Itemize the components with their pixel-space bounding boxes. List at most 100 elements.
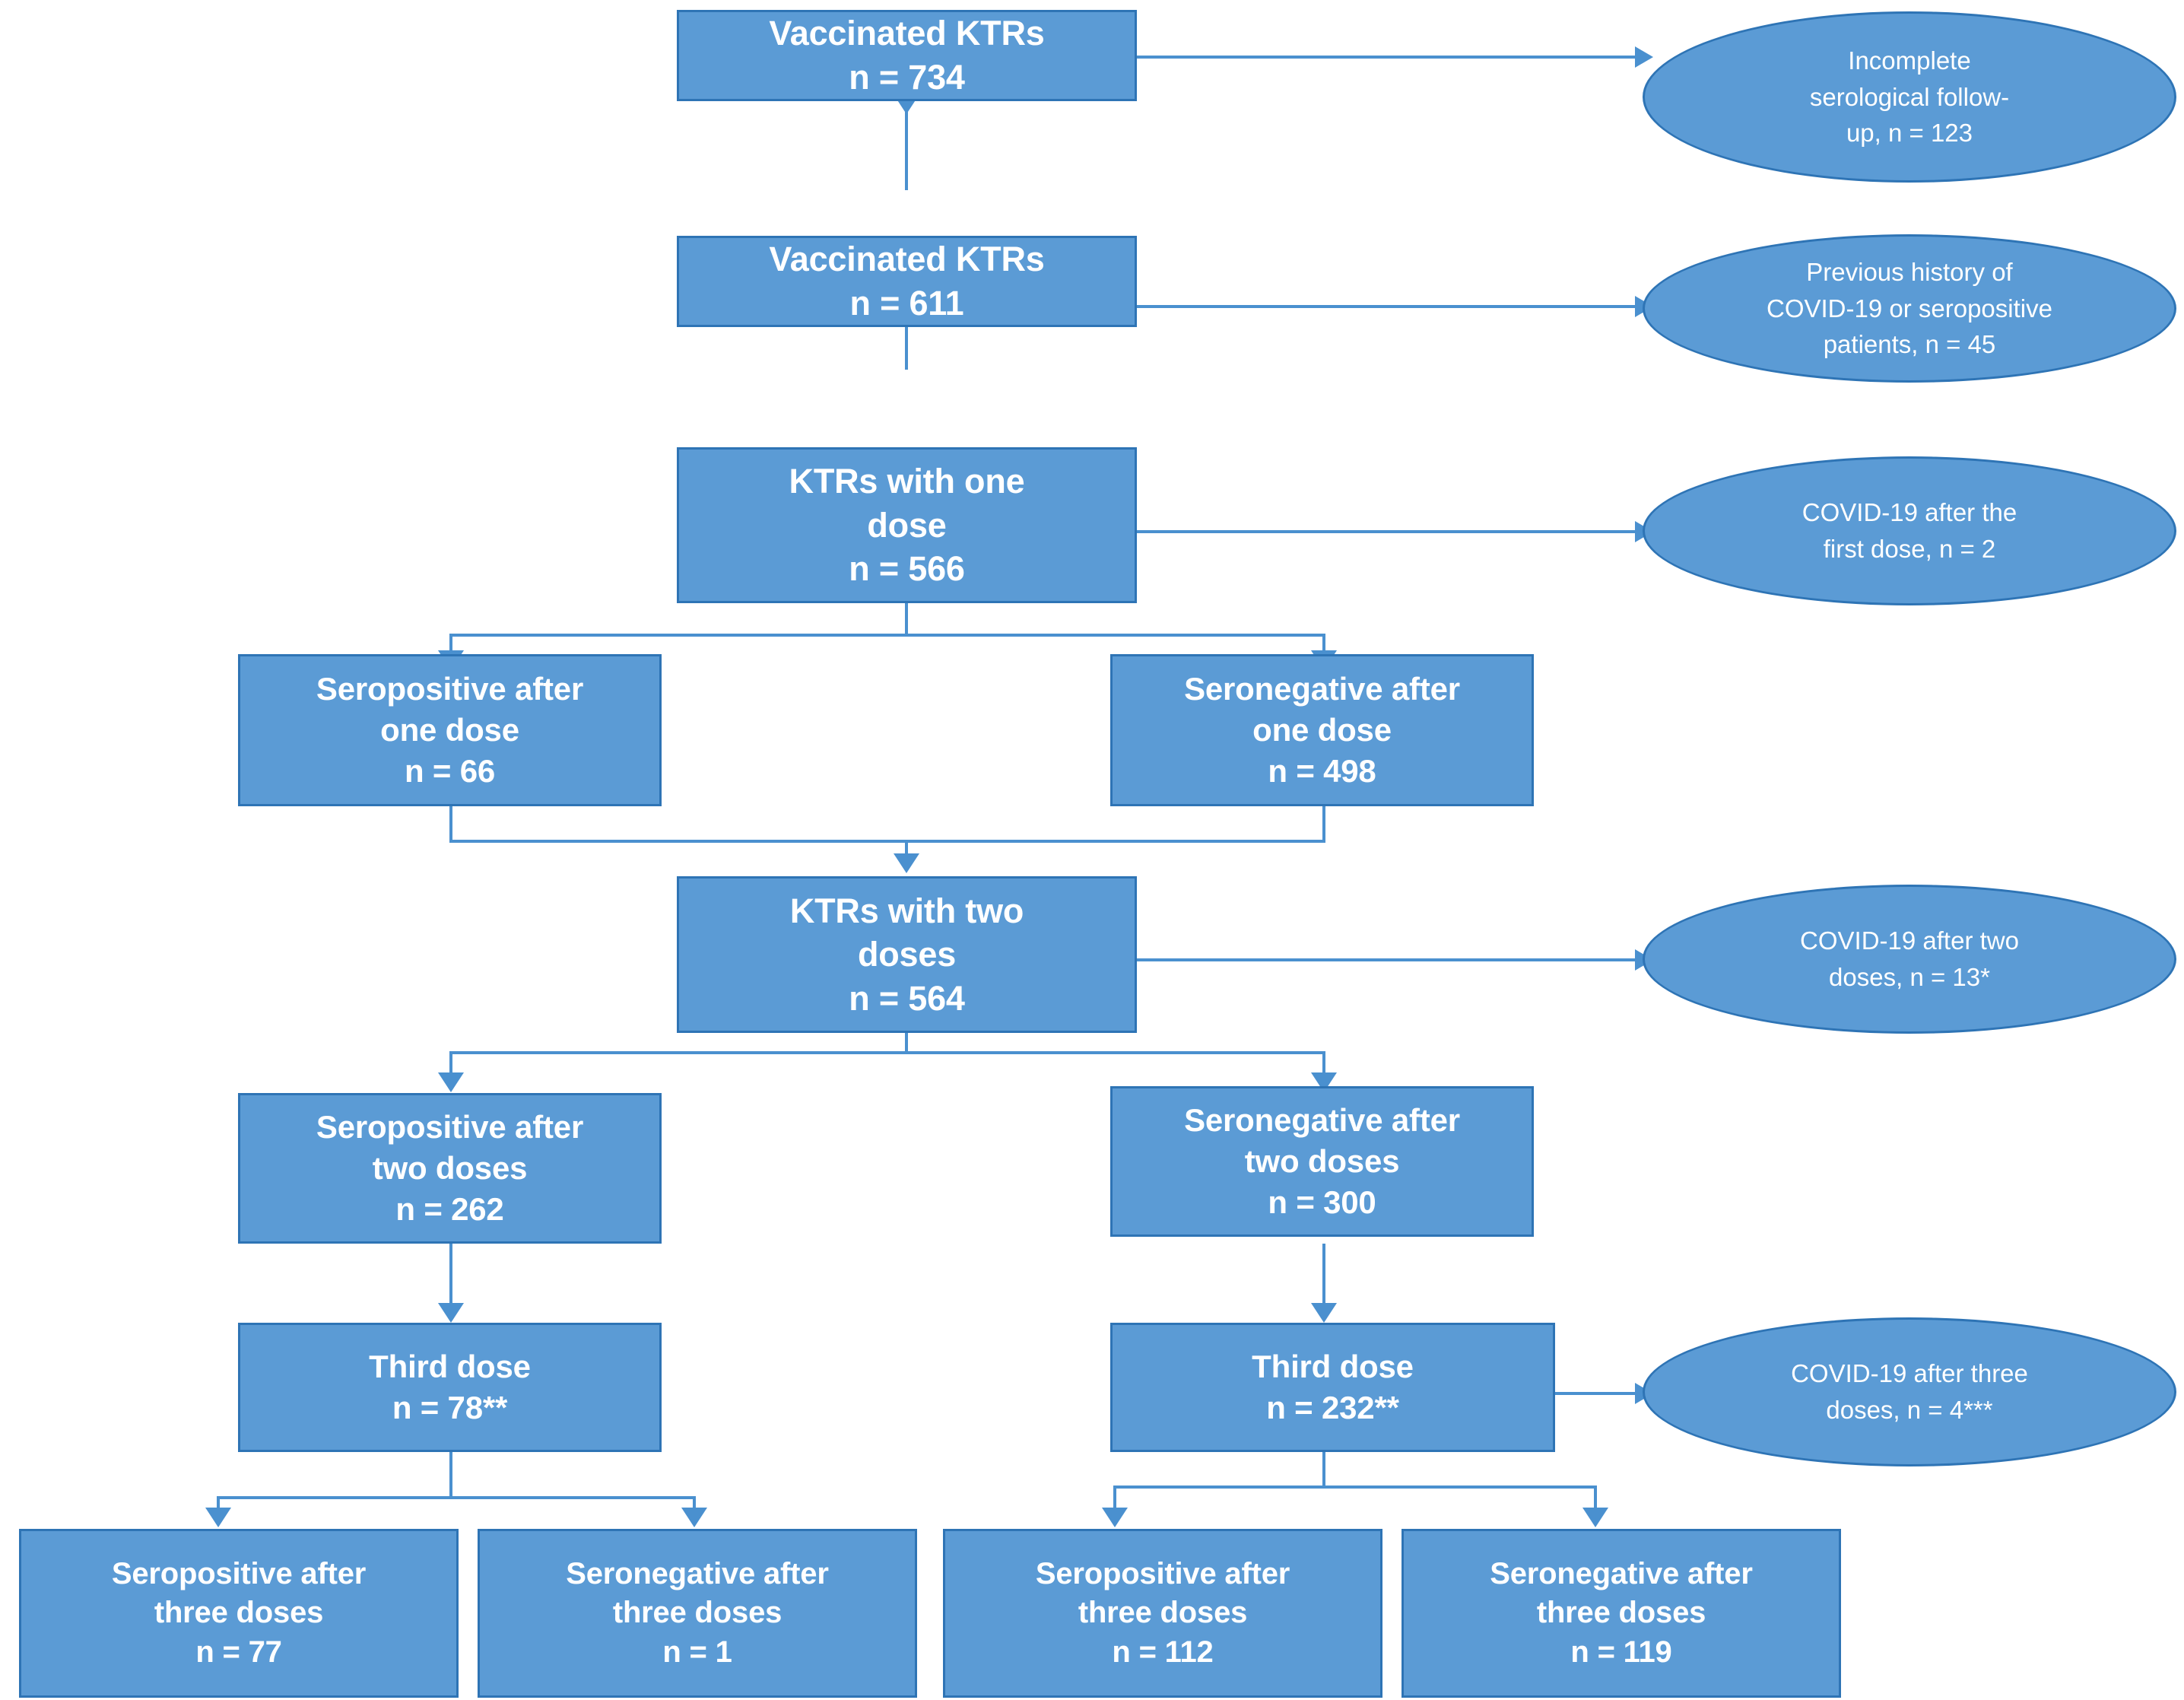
ellipse-line-1: COVID-19 after the (1801, 498, 2017, 527)
ellipse-covid-after-first-dose[interactable]: COVID-19 after the first dose, n = 2 (1643, 456, 2176, 605)
ellipse-covid-after-two-doses[interactable]: COVID-19 after two doses, n = 13* (1643, 885, 2176, 1034)
connector-merge-to-twodoses (905, 840, 908, 863)
connector-twodose-right-drop (1322, 1051, 1325, 1079)
ellipse-incomplete-followup[interactable]: Incomplete serological follow- up, n = 1… (1643, 11, 2176, 183)
connector-611-to-previous (1137, 305, 1644, 308)
node-line-2: one dose (1252, 712, 1392, 748)
connector-thirdright-drop-a (1113, 1486, 1116, 1513)
arrowhead-seroneg-three-b (1582, 1508, 1608, 1527)
connector-566-down (905, 603, 908, 637)
node-line-3: n = 66 (404, 752, 496, 789)
node-seropositive-two-doses[interactable]: Seropositive after two doses n = 262 (238, 1093, 662, 1244)
ellipse-covid-after-three-doses[interactable]: COVID-19 after three doses, n = 4*** (1643, 1317, 2176, 1466)
arrowhead-to-twodoses (894, 853, 919, 873)
ellipse-previous-covid-history[interactable]: Previous history of COVID-19 or seroposi… (1643, 234, 2176, 383)
node-seropositive-three-doses-b[interactable]: Seropositive after three doses n = 112 (943, 1529, 1382, 1698)
node-seropositive-one-dose[interactable]: Seropositive after one dose n = 66 (238, 654, 662, 806)
arrowhead-third-right (1311, 1303, 1337, 1323)
arrowhead-third-left (438, 1303, 464, 1323)
node-line-2: dose (867, 505, 947, 545)
node-line-1: Seropositive after (316, 1109, 584, 1146)
connector-seroneg-two-to-third (1322, 1244, 1325, 1320)
node-line-1: KTRs with two (789, 891, 1024, 930)
node-line-2: n = 78** (392, 1390, 508, 1425)
ellipse-line-2: doses, n = 13* (1829, 963, 1990, 991)
node-line-1: Vaccinated KTRs (769, 240, 1045, 279)
node-line-2: n = 734 (849, 58, 965, 97)
connector-seropos-one-down (449, 806, 452, 843)
connector-thirdleft-drop-a (217, 1496, 220, 1513)
node-line-3: n = 564 (849, 978, 965, 1018)
ellipse-line-3: up, n = 123 (1846, 119, 1973, 148)
ellipse-line-2: first dose, n = 2 (1823, 535, 1996, 563)
connector-thirdright-drop-b (1594, 1486, 1597, 1513)
node-line-2: three doses (154, 1596, 324, 1630)
node-line-2: two doses (372, 1150, 528, 1187)
connector-thirdright-split (1113, 1486, 1597, 1489)
node-line-2: n = 232** (1266, 1390, 1399, 1425)
connector-thirdleft-down (449, 1452, 452, 1499)
node-line-2: three doses (1536, 1596, 1706, 1630)
node-line-2: n = 611 (849, 284, 964, 323)
ellipse-line-1: Previous history of (1806, 257, 2013, 286)
ellipse-line-1: COVID-19 after three (1791, 1359, 2028, 1388)
node-line-2: one dose (380, 712, 519, 748)
node-ktrs-two-doses[interactable]: KTRs with two doses n = 564 (677, 876, 1137, 1033)
node-seropositive-three-doses-a[interactable]: Seropositive after three doses n = 77 (19, 1529, 459, 1698)
ellipse-line-2: serological follow- (1809, 82, 2010, 111)
arrowhead-seropos-three-a (205, 1508, 231, 1527)
node-ktrs-one-dose[interactable]: KTRs with one dose n = 566 (677, 447, 1137, 603)
connector-thirdleft-split (217, 1496, 696, 1499)
arrowhead-seropos-three-b (1102, 1508, 1128, 1527)
node-vaccinated-734[interactable]: Vaccinated KTRs n = 734 (677, 10, 1137, 101)
connector-seroneg-one-down (1322, 806, 1325, 843)
node-third-dose-left[interactable]: Third dose n = 78** (238, 1323, 662, 1452)
node-line-1: Seropositive after (1035, 1557, 1290, 1591)
connector-onedose-merge (449, 840, 1325, 843)
node-line-3: n = 566 (849, 549, 965, 589)
ellipse-line-1: Incomplete (1848, 46, 1971, 75)
node-line-1: Seronegative after (1184, 671, 1460, 707)
ellipse-line-2: COVID-19 or seropositive (1767, 294, 2052, 323)
node-line-1: Seronegative after (1490, 1557, 1753, 1591)
node-line-3: n = 262 (395, 1190, 504, 1227)
node-line-2: three doses (612, 1596, 782, 1630)
connector-thirdright-down (1322, 1452, 1325, 1489)
node-line-3: n = 300 (1268, 1184, 1376, 1220)
node-seronegative-two-doses[interactable]: Seronegative after two doses n = 300 (1110, 1086, 1534, 1237)
node-vaccinated-611[interactable]: Vaccinated KTRs n = 611 (677, 236, 1137, 327)
node-line-2: doses (857, 935, 957, 974)
ellipse-line-2: doses, n = 4*** (1826, 1396, 1993, 1424)
ellipse-line-3: patients, n = 45 (1823, 330, 1996, 359)
connector-564-to-covidtwo (1137, 958, 1644, 961)
node-line-3: n = 112 (1112, 1635, 1214, 1669)
connector-twodose-left-drop (449, 1051, 452, 1079)
connector-twodose-split (449, 1051, 1325, 1054)
connector-onedose-right-drop (1322, 634, 1325, 656)
node-line-2: two doses (1244, 1143, 1400, 1180)
node-seronegative-one-dose[interactable]: Seronegative after one dose n = 498 (1110, 654, 1534, 806)
ellipse-line-1: COVID-19 after two (1800, 926, 2019, 955)
connector-734-to-611 (905, 100, 908, 190)
connector-onedose-split (449, 634, 1325, 637)
connector-566-to-covidfirst (1137, 530, 1644, 533)
node-line-2: three doses (1078, 1596, 1248, 1630)
node-line-3: n = 498 (1268, 752, 1376, 789)
node-third-dose-right[interactable]: Third dose n = 232** (1110, 1323, 1555, 1452)
node-line-3: n = 1 (662, 1635, 732, 1669)
node-line-1: Seronegative after (1184, 1102, 1460, 1139)
node-seronegative-three-doses-b[interactable]: Seronegative after three doses n = 119 (1402, 1529, 1841, 1698)
connector-seropos-two-to-third (449, 1244, 452, 1320)
arrowhead-seropos-two (438, 1072, 464, 1092)
node-line-1: Third dose (369, 1349, 531, 1385)
connector-564-down (905, 1033, 908, 1054)
node-seronegative-three-doses-a[interactable]: Seronegative after three doses n = 1 (478, 1529, 917, 1698)
node-line-1: KTRs with one (789, 462, 1025, 501)
node-line-1: Third dose (1252, 1349, 1414, 1385)
connector-onedose-left-drop (449, 634, 452, 656)
connector-734-to-incomplete (1137, 56, 1644, 59)
arrowhead-734-to-incomplete (1635, 46, 1653, 68)
node-line-1: Seropositive after (316, 671, 584, 707)
node-line-3: n = 119 (1570, 1635, 1672, 1669)
